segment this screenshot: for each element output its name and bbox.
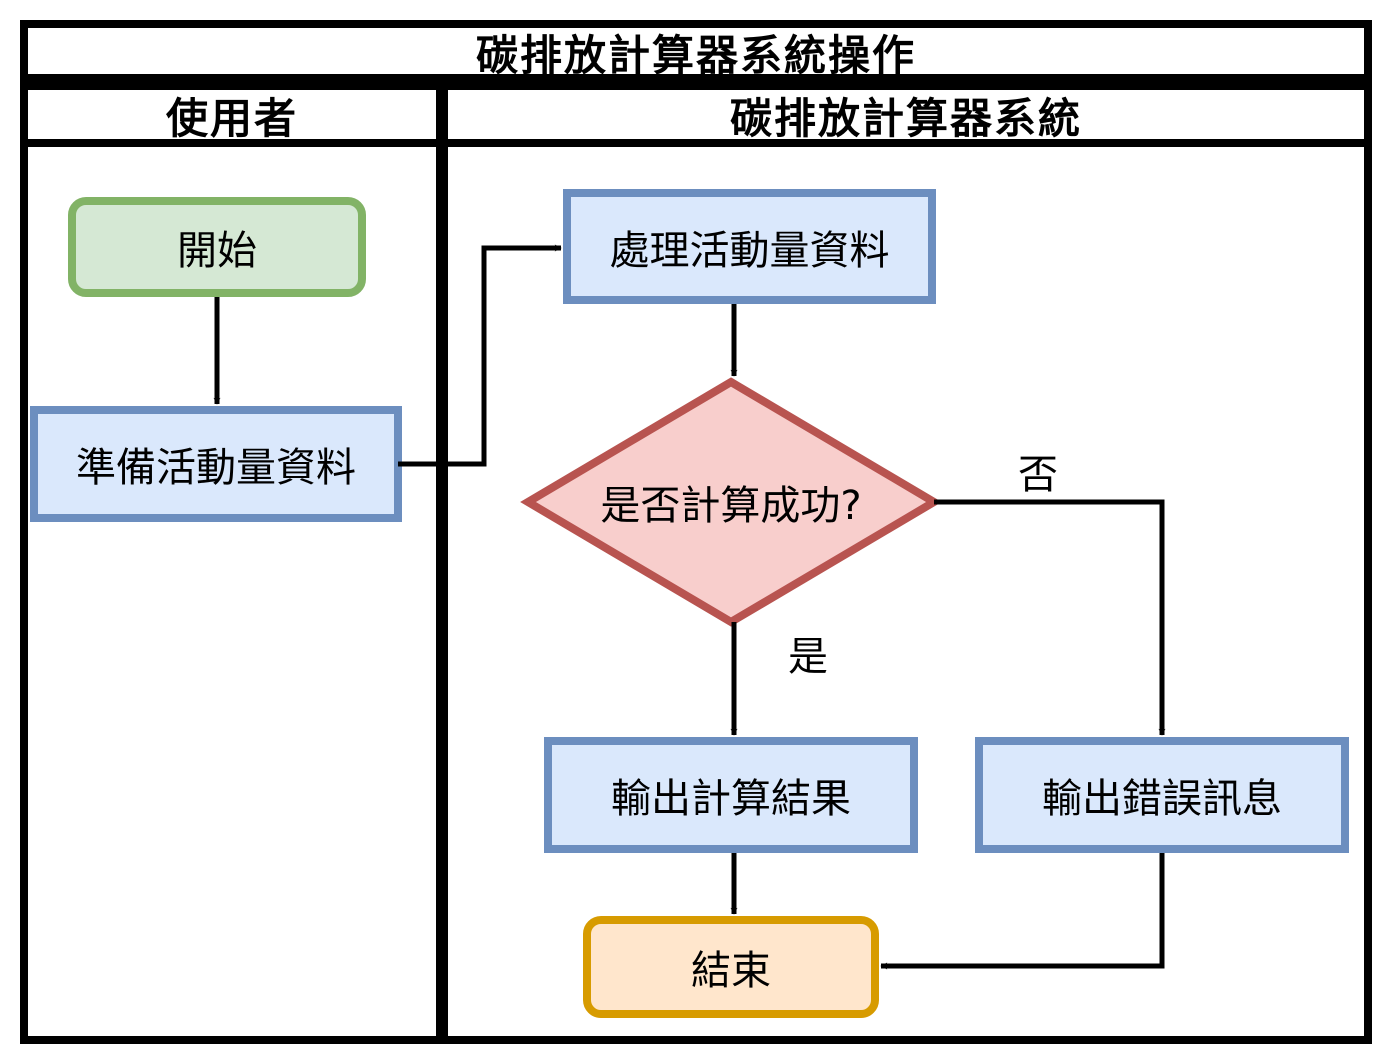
process-node-shape (563, 189, 936, 304)
output-error-node: 輸出錯誤訊息 (1042, 776, 1282, 822)
pool-title: 碳排放計算器系統操作 (475, 30, 916, 80)
output-result-node-shape (544, 737, 918, 853)
lane-system-title: 碳排放計算器系統 (729, 93, 1082, 143)
edge-decision-no (934, 499, 1166, 736)
output-error-node-shape (975, 737, 1349, 853)
edge-label-no: 否 (1018, 452, 1058, 498)
edge-label-yes: 是 (788, 634, 828, 680)
start-node: 開始 (177, 228, 257, 274)
decision-node: 是否計算成功? (600, 483, 862, 529)
edge-prepare-to-process (398, 244, 562, 467)
start-node-shape (68, 197, 366, 297)
edge-error-to-end (880, 853, 1165, 970)
lane-user-title: 使用者 (165, 93, 298, 143)
process-node: 處理活動量資料 (609, 227, 890, 274)
output-result-node: 輸出計算結果 (611, 776, 851, 822)
prepare-node: 準備活動量資料 (76, 445, 356, 491)
end-node-shape (583, 916, 879, 1018)
lane-system-frame (440, 82, 1372, 1044)
decision-node-shape (520, 377, 942, 627)
end-node: 結束 (691, 948, 771, 994)
